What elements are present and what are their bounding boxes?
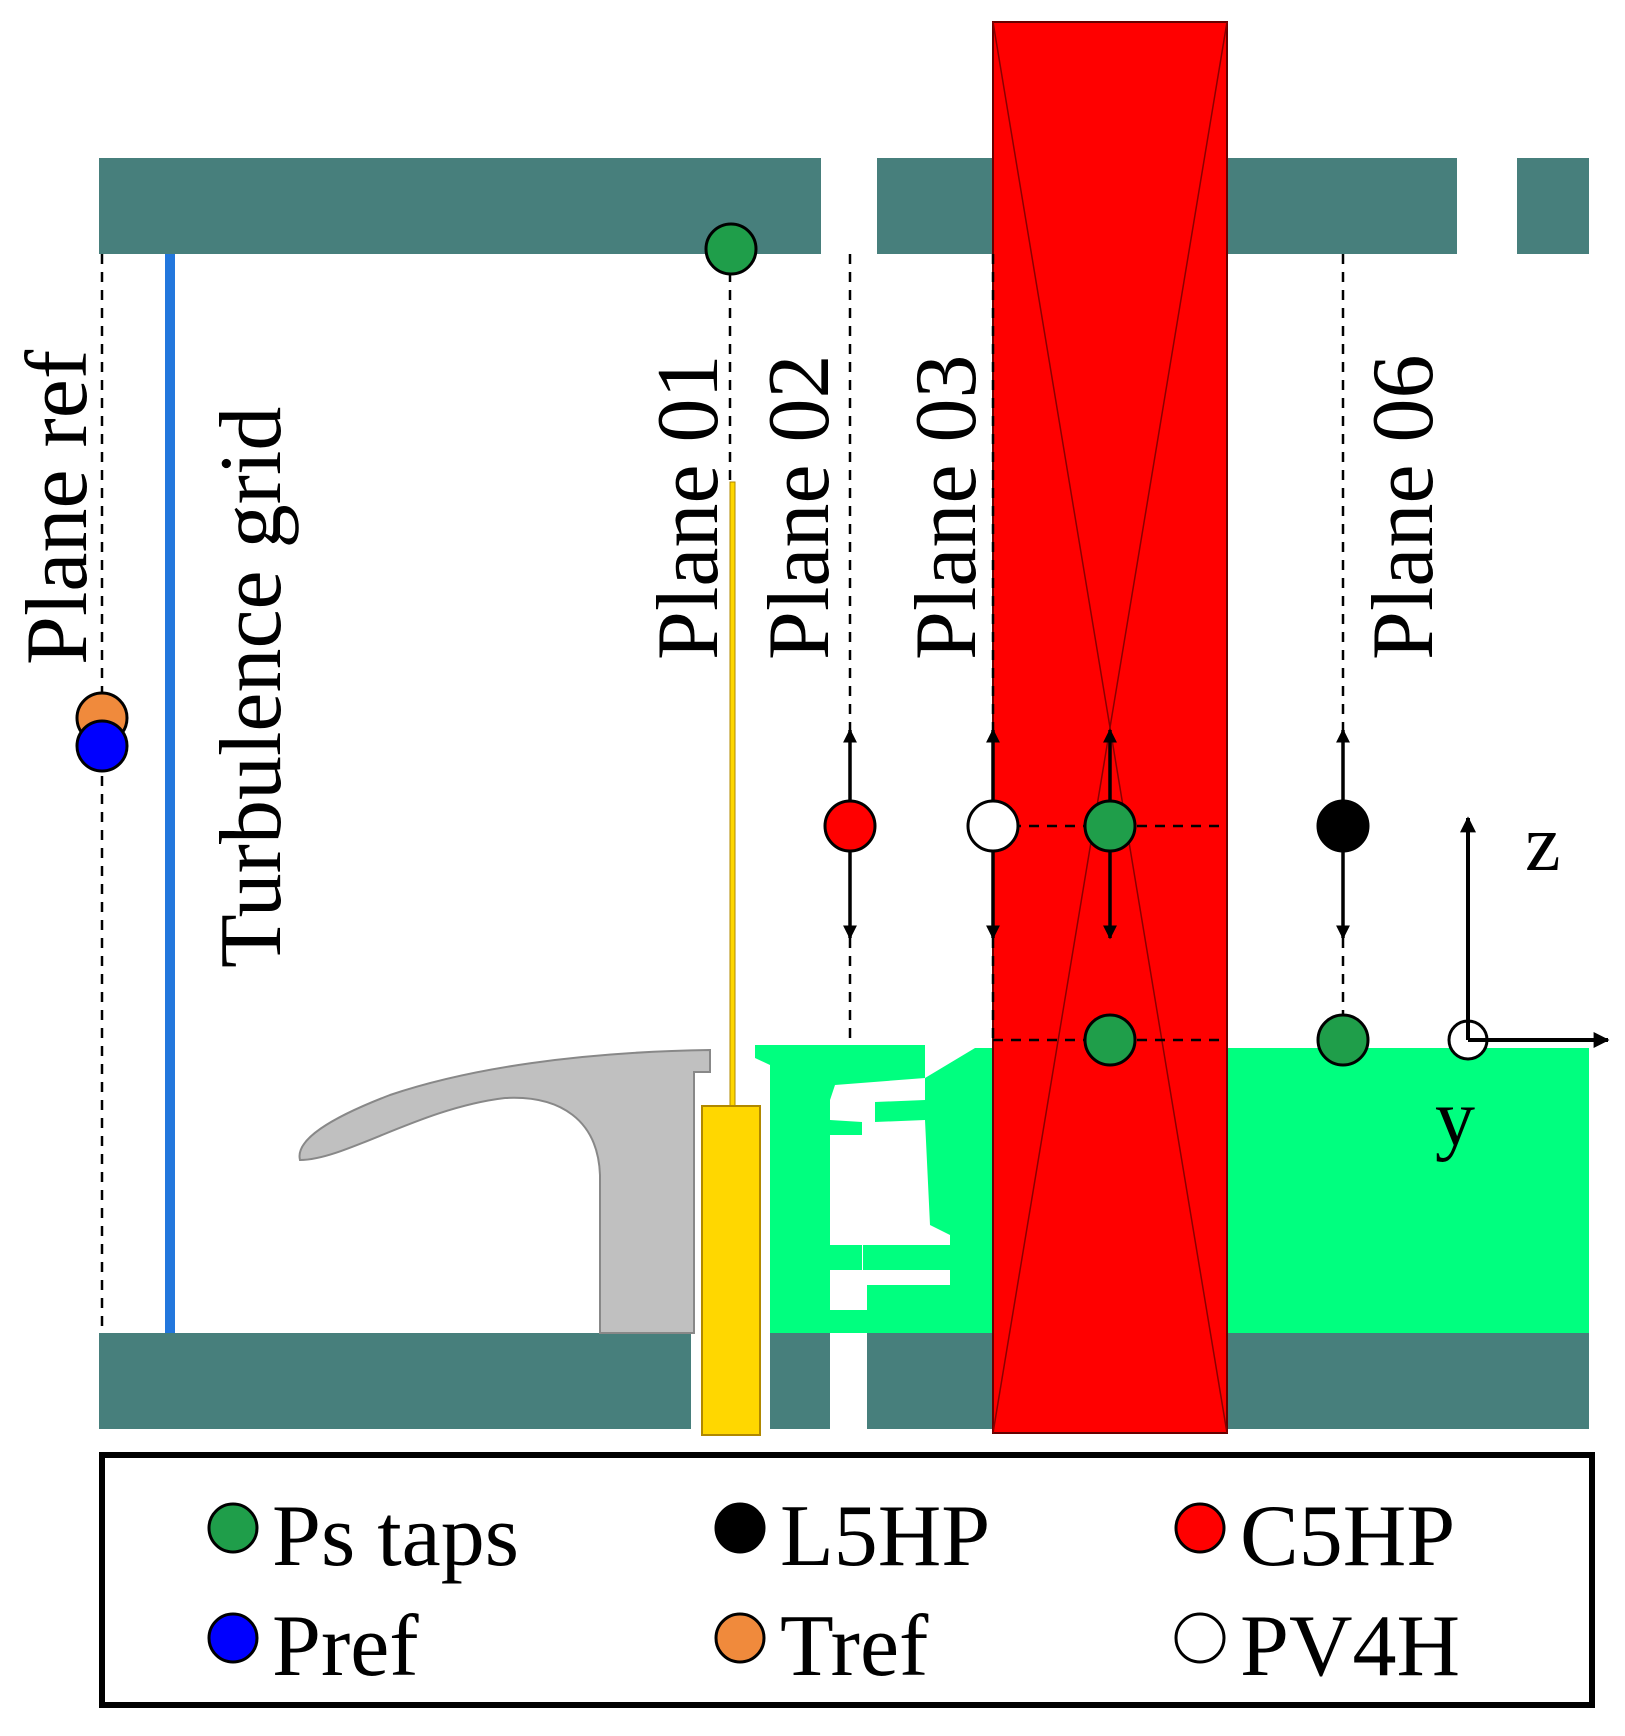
plane-ref-label: Plane ref — [9, 349, 106, 665]
legend-marker-c5hp — [1174, 1502, 1226, 1554]
legend-marker-pv4h — [1174, 1612, 1226, 1664]
plane-02-label: Plane 02 — [751, 354, 848, 660]
turbulence-grid-label: Turbulence grid — [203, 407, 300, 968]
ps-tap-rotor-lower — [1083, 1013, 1137, 1067]
top-wall-segment — [99, 158, 821, 254]
probe-body — [701, 1105, 761, 1436]
plane-06-label: Plane 06 — [1355, 354, 1452, 660]
c5hp-probe — [823, 799, 877, 853]
top-casing — [99, 158, 1589, 254]
bottom-wall-segment — [770, 1333, 830, 1429]
ps-tap-plane-06 — [1316, 1013, 1370, 1067]
ps-tap-rotor-upper — [1083, 799, 1137, 853]
bottom-wall-segment — [99, 1333, 691, 1429]
plane-01-label: Plane 01 — [640, 354, 737, 660]
legend: Ps taps L5HP C5HP Pref Tref PV4H — [99, 1452, 1595, 1708]
legend-label-pref: Pref — [272, 1598, 419, 1695]
stator-blade — [298, 1048, 711, 1334]
legend-marker-ps-taps — [207, 1502, 259, 1554]
legend-marker-pref — [207, 1612, 259, 1664]
y-axis-label: y — [1435, 1075, 1475, 1163]
legend-marker-l5hp — [714, 1502, 766, 1554]
legend-label-pv4h: PV4H — [1240, 1598, 1460, 1695]
pref-probe — [75, 719, 129, 773]
legend-label-ps-taps: Ps taps — [272, 1488, 519, 1585]
legend-label-l5hp: L5HP — [780, 1488, 990, 1585]
legend-marker-tref — [714, 1612, 766, 1664]
legend-label-c5hp: C5HP — [1240, 1488, 1455, 1585]
z-axis-label: z — [1525, 800, 1561, 888]
top-wall-segment — [1517, 158, 1589, 254]
legend-box — [99, 1452, 1595, 1708]
ps-tap-casing — [704, 222, 758, 276]
plane-03-label: Plane 03 — [898, 354, 995, 660]
pv4h-probe — [966, 799, 1020, 853]
rotor-zone — [992, 21, 1228, 1434]
l5hp-probe — [1316, 799, 1370, 853]
bottom-hub — [99, 1333, 1589, 1429]
legend-label-tref: Tref — [780, 1598, 929, 1695]
